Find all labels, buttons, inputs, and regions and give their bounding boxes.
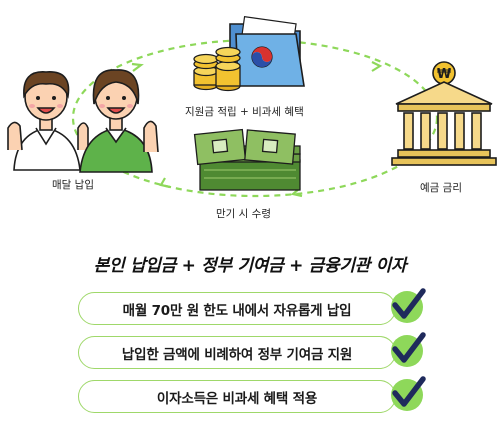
check-icon <box>391 332 426 367</box>
benefit-text-3: 이자소득은 비과세 혜택 적용 <box>156 390 318 407</box>
cycle-arrow-left <box>159 177 171 189</box>
government-folder-icon <box>229 16 305 87</box>
person-man-icon <box>7 71 89 171</box>
caption-maturity: 만기 시 수령 <box>216 208 271 220</box>
cycle-dashed-path <box>71 38 439 198</box>
won-symbol: ₩ <box>437 67 452 82</box>
cash-bundle-icon <box>193 128 301 191</box>
headline: 본인 납입금 + 정부 기여금 + 금융기관 이자 <box>93 256 407 276</box>
cycle-arrow-top-left <box>131 62 144 72</box>
coin-stack-icon <box>193 46 241 92</box>
bank-building-icon <box>391 61 497 166</box>
caption-deposit-interest: 예금 금리 <box>420 182 462 194</box>
caption-subsidy: 지원금 적립 + 비과세 혜택 <box>185 106 304 118</box>
benefit-pill-1: 매월 70만 원 한도 내에서 자유롭게 납입 <box>78 292 396 325</box>
benefit-pill-3: 이자소득은 비과세 혜택 적용 <box>78 380 396 413</box>
check-icon <box>391 288 426 323</box>
cycle-arrow-top-right <box>371 61 383 72</box>
caption-monthly-payment: 매달 납입 <box>52 179 94 191</box>
savings-cycle-illustration: ₩ <box>7 16 497 198</box>
benefit-text-1: 매월 70만 원 한도 내에서 자유롭게 납입 <box>122 302 352 319</box>
check-icon <box>391 376 426 411</box>
person-woman-icon <box>79 69 159 173</box>
benefit-pill-2: 납입한 금액에 비례하여 정부 기여금 지원 <box>78 336 396 369</box>
benefit-text-2: 납입한 금액에 비례하여 정부 기여금 지원 <box>121 346 353 363</box>
